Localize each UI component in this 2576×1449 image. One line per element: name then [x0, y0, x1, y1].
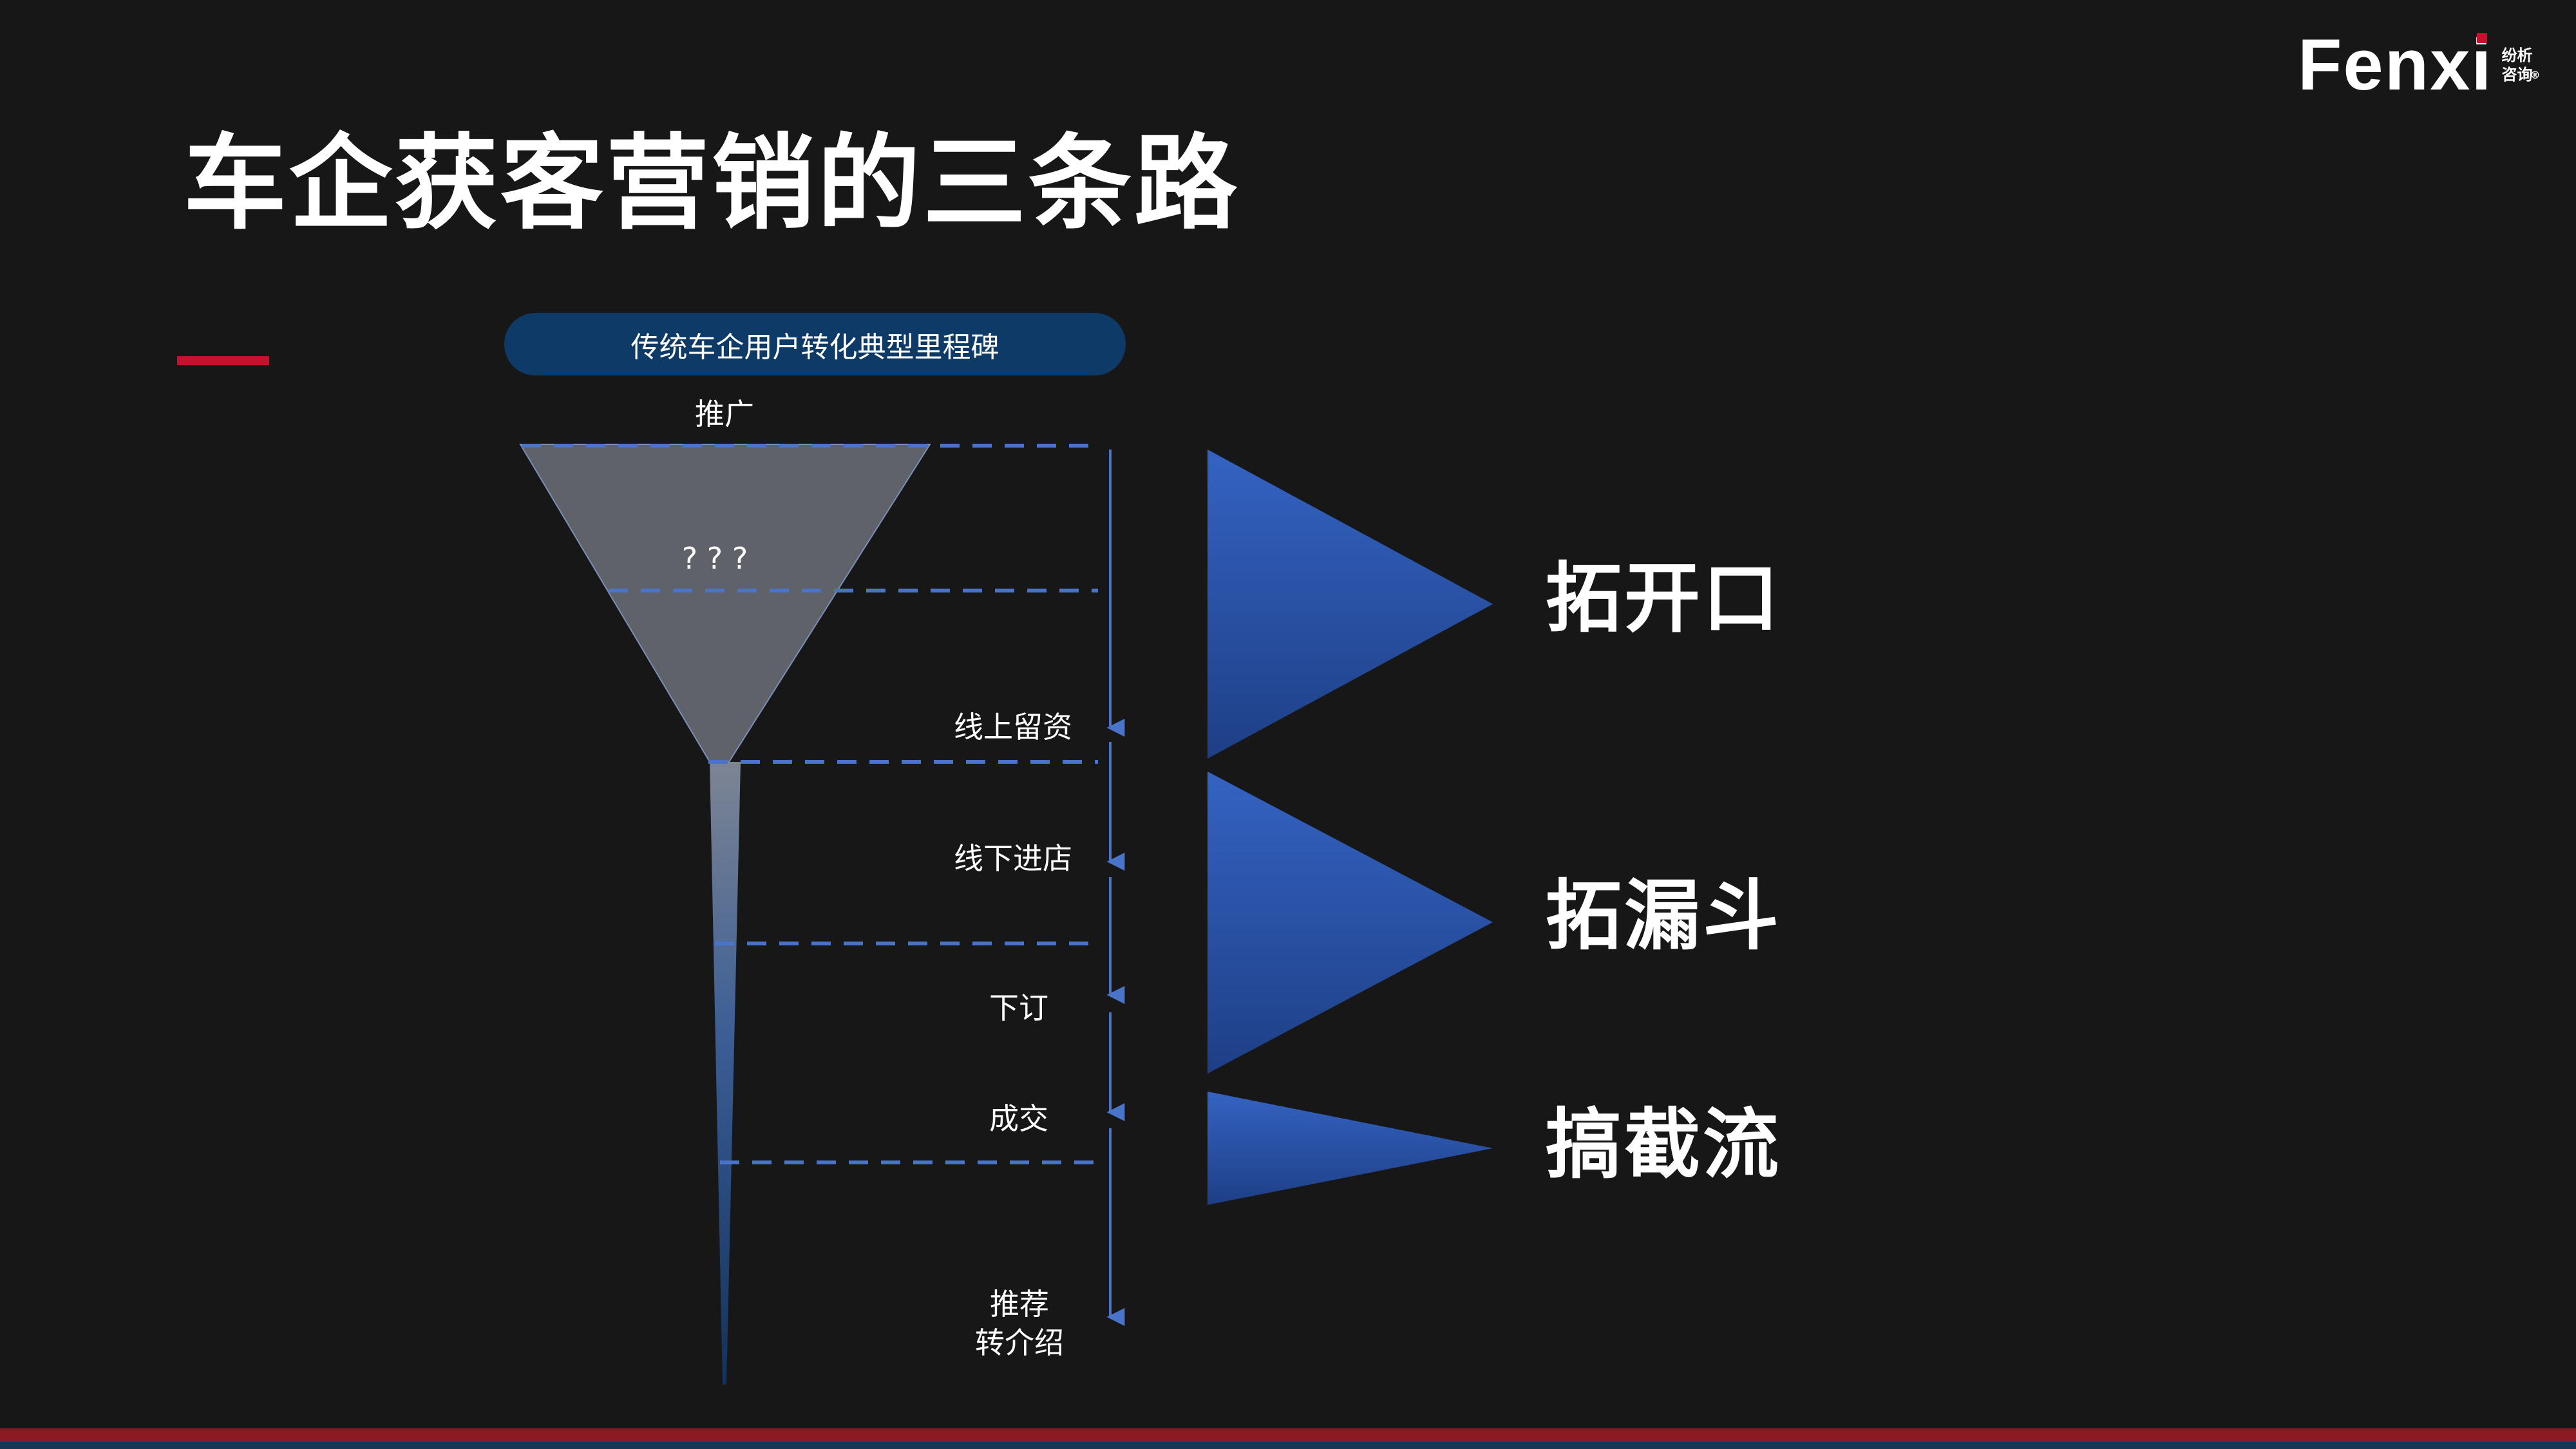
strategy-label-2: 拓漏斗	[1546, 871, 1782, 960]
logo-cn-text: 纷析 咨询 ®	[2501, 46, 2541, 84]
stage-label-order: 下订	[989, 990, 1048, 1025]
funnel-cone	[519, 444, 931, 762]
milestone-header-pill: 传统车企用户转化典型里程碑	[504, 313, 1126, 375]
logo-letter-i: i	[2471, 24, 2493, 105]
stage-label-referral-line1: 推荐	[990, 1287, 1049, 1321]
stage-label-visit: 线下进店	[954, 841, 1072, 876]
logo-wordmark: Fenx	[2298, 24, 2472, 105]
page-title: 车企获客营销的三条路	[184, 123, 1240, 243]
bottom-color-strip	[0, 1428, 2576, 1449]
logo-cn-line2: 咨询	[2501, 66, 2533, 84]
strategy-label-1: 拓开口	[1546, 554, 1782, 643]
funnel-unknown-label: ? ? ?	[681, 541, 748, 576]
stage-label-referral-line2: 转介绍	[975, 1325, 1064, 1360]
funnel-top-label: 推广	[695, 397, 754, 431]
title-accent-bar	[177, 356, 269, 365]
strategy-triangle-3	[1208, 1092, 1493, 1205]
brand-logo: Fenxi 纷析 咨询 ®	[2298, 24, 2541, 105]
milestone-lines	[522, 444, 1098, 1164]
logo-registered-mark: ®	[2530, 69, 2541, 81]
strategy-triangle-2	[1208, 772, 1493, 1074]
stage-label-deal: 成交	[989, 1101, 1048, 1136]
strategy-triangle-1	[1208, 450, 1493, 759]
stage-label-referral: 推荐 转介绍	[975, 1285, 1064, 1363]
funnel-stem	[710, 762, 741, 1385]
logo-cn-line1: 纷析	[2501, 46, 2533, 64]
strategy-label-3: 搞截流	[1546, 1100, 1782, 1189]
stage-label-leads: 线上留资	[954, 710, 1072, 744]
